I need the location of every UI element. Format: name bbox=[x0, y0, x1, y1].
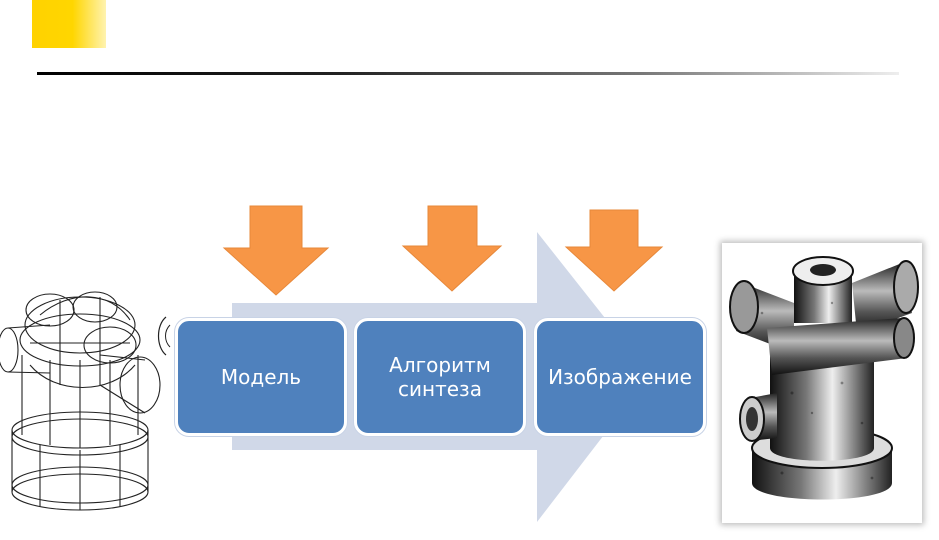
step-label: Изображение bbox=[548, 365, 692, 389]
input-arrow-2 bbox=[401, 205, 503, 292]
input-arrow-3 bbox=[564, 209, 664, 292]
accent-square bbox=[32, 0, 106, 48]
step-image: Изображение bbox=[534, 318, 706, 436]
title-divider bbox=[37, 72, 899, 75]
step-synthesis-algorithm: Алгоритм синтеза bbox=[354, 318, 526, 436]
step-label: Алгоритм синтеза bbox=[389, 353, 491, 401]
step-model: Модель bbox=[175, 318, 347, 436]
input-arrow-1 bbox=[222, 205, 330, 296]
rendered-model-illustration bbox=[729, 256, 919, 500]
step-label: Модель bbox=[220, 365, 302, 389]
wireframe-model-illustration bbox=[0, 291, 171, 511]
rendered-image-frame bbox=[722, 243, 922, 523]
